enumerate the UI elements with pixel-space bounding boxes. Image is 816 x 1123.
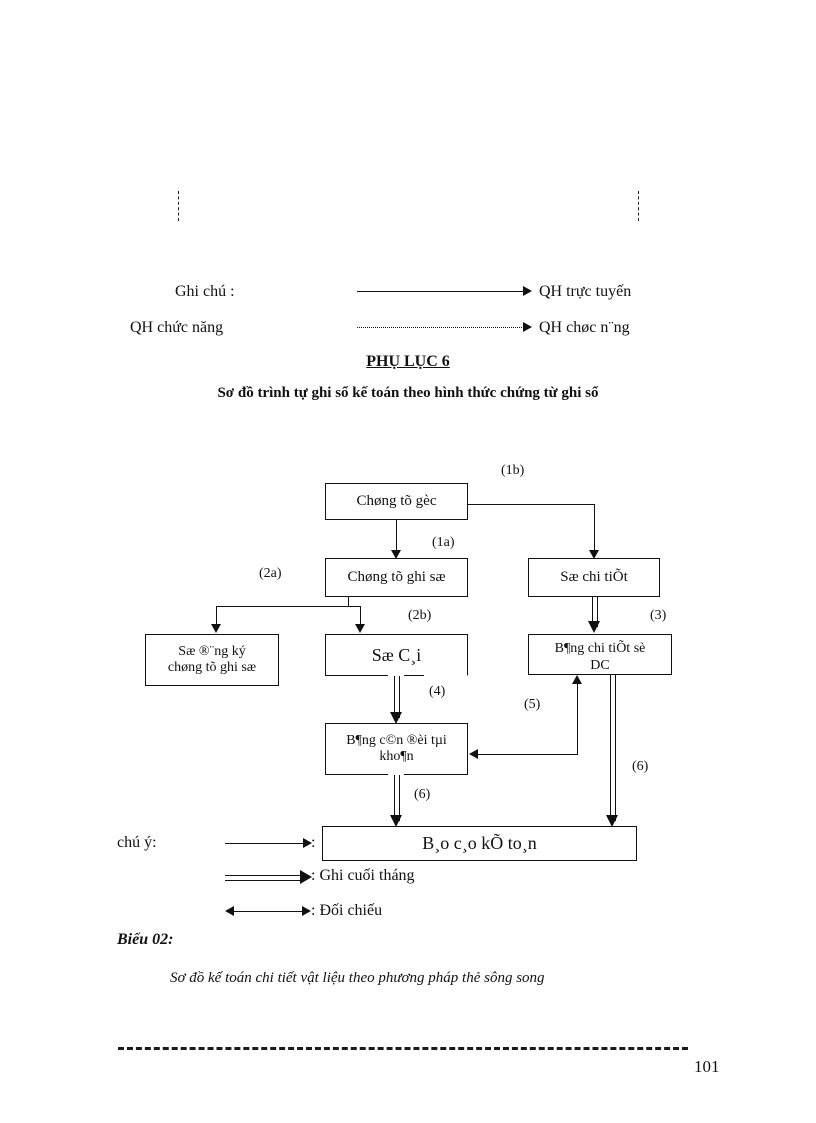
connector-3-arrowhead-icon [587,621,600,633]
diagram-box-bang-can-doi-bottom-border-right [404,774,468,775]
diagram-box-so-cai-label: Sæ C¸i [371,644,422,665]
connector-2a-vertical [216,606,217,628]
diagram-box-so-cai[interactable]: Sæ C¸i [325,634,468,676]
connector-5-arrowhead-left-icon [469,749,478,759]
legend-row1-colon: : [311,834,316,851]
legend-qh-chuc-nang-left: QH chức năng [130,319,224,336]
legend-solid-arrowhead-icon [523,286,532,296]
connector-6-right-double-vertical [610,674,616,821]
appendix-title: PHỤ LỤC 6 [366,353,450,370]
connector-2-stem [348,597,349,607]
appendix-subtitle: Sơ đồ trình tự ghi sổ kế toán theo hình … [217,385,599,401]
diagram-box-bang-can-doi-line1: B¶ng c©n ®èi tµi [346,732,447,748]
legend-reconcile-line [233,911,303,912]
legend-qh-truc-tuyen: QH trực tuyến [539,283,632,300]
connector-2b-vertical [360,606,361,628]
legend-bottom-heading: chú ý: [117,834,157,851]
figure-caption-text: Sơ đồ kế toán chi tiết vật liệu theo phư… [170,970,545,986]
connector-4-arrowhead-icon [389,712,402,724]
diagram-box-bao-cao-ke-toan-label: B¸o c¸o kÕ to¸n [422,833,537,854]
step-label-2b: (2b) [408,608,432,623]
connector-6-left-arrowhead-icon [389,815,402,827]
connector-1b-horizontal [468,504,595,505]
legend-reconcile-arrowhead-left-icon [225,906,234,916]
legend-single-arrow-line [225,843,304,844]
diagram-box-so-cai-bottom-border-left [325,675,388,676]
diagram-box-bang-can-doi-bottom-border-left [325,774,388,775]
legend-solid-line [357,291,524,292]
step-label-6-right: (6) [632,759,649,774]
legend-reconcile-arrowhead-right-icon [302,906,311,916]
connector-2a-arrowhead-icon [211,624,221,633]
legend-single-arrowhead-icon [303,838,312,848]
legend-double-arrow-line [225,875,301,881]
step-label-1b: (1b) [501,463,525,478]
connector-5-arrowhead-up-icon [572,675,582,684]
diagram-box-so-cai-bottom-border-right [404,675,424,676]
page-number: 101 [694,1057,720,1076]
footer-divider [118,1047,688,1050]
legend-dotted-line [357,327,524,328]
diagram-box-bang-chi-tiet-so-dc[interactable]: B¶ng chi tiÕt sè DC [528,634,672,675]
connector-4-double-vertical [394,676,400,718]
diagram-box-chung-tu-ghi-so-label: Chøng tõ ghi sæ [347,568,446,585]
legend-reconcile-text: : Đối chiếu [311,902,383,919]
connector-5-horizontal [478,754,578,755]
diagram-box-so-chi-tiet[interactable]: Sæ chi tiÕt [528,558,660,597]
diagram-box-bang-chi-tiet-so-dc-line1: B¶ng chi tiÕt sè [554,641,646,657]
step-label-2a: (2a) [259,566,282,581]
connector-3-double-vertical [592,597,598,627]
diagram-box-chung-tu-goc-label: Chøng tõ gèc [356,492,437,509]
diagram-box-so-dang-ky[interactable]: Sæ ®¨ng ký chøng tõ ghi sæ [145,634,279,686]
legend-monthly-text: : Ghi cuối tháng [311,867,415,884]
step-label-1a: (1a) [432,535,455,550]
diagram-box-so-dang-ky-line1: Sæ ®¨ng ký [178,643,246,659]
legend-note-label: Ghi chú : [175,283,235,300]
connector-1b-vertical [594,504,595,554]
connector-6-right-arrowhead-icon [605,815,618,827]
step-label-6-left: (6) [414,787,431,802]
legend-double-arrowhead-icon [300,870,312,884]
step-label-3: (3) [650,608,667,623]
figure-caption-label: Biểu 02: [117,931,174,948]
connector-1a-vertical [396,519,397,555]
connector-2-crossbar [216,606,361,607]
diagram-box-bang-can-doi[interactable]: B¶ng c©n ®èi tµi kho¶n [325,723,468,775]
step-label-4: (4) [429,684,446,699]
diagram-box-so-chi-tiet-label: Sæ chi tiÕt [560,568,628,585]
crop-mark-left [178,191,179,221]
crop-mark-right [638,191,639,221]
diagram-box-bao-cao-ke-toan[interactable]: B¸o c¸o kÕ to¸n [322,826,637,861]
diagram-box-so-dang-ky-line2: chøng tõ ghi sæ [167,660,257,675]
diagram-box-bang-can-doi-line2: kho¶n [379,749,414,764]
legend-dotted-arrowhead-icon [523,322,532,332]
connector-1a-arrowhead-icon [391,550,401,559]
diagram-box-chung-tu-ghi-so[interactable]: Chøng tõ ghi sæ [325,558,468,597]
connector-2b-arrowhead-icon [355,624,365,633]
step-label-5: (5) [524,697,541,712]
connector-1b-arrowhead-icon [589,550,599,559]
diagram-box-chung-tu-goc[interactable]: Chøng tõ gèc [325,483,468,520]
legend-qh-chuc-nang-right: QH chøc n¨ng [539,319,630,336]
diagram-box-bang-chi-tiet-so-dc-line2: DC [590,657,610,673]
connector-5-vertical [577,683,578,755]
connector-6-left-double-vertical [394,775,400,821]
